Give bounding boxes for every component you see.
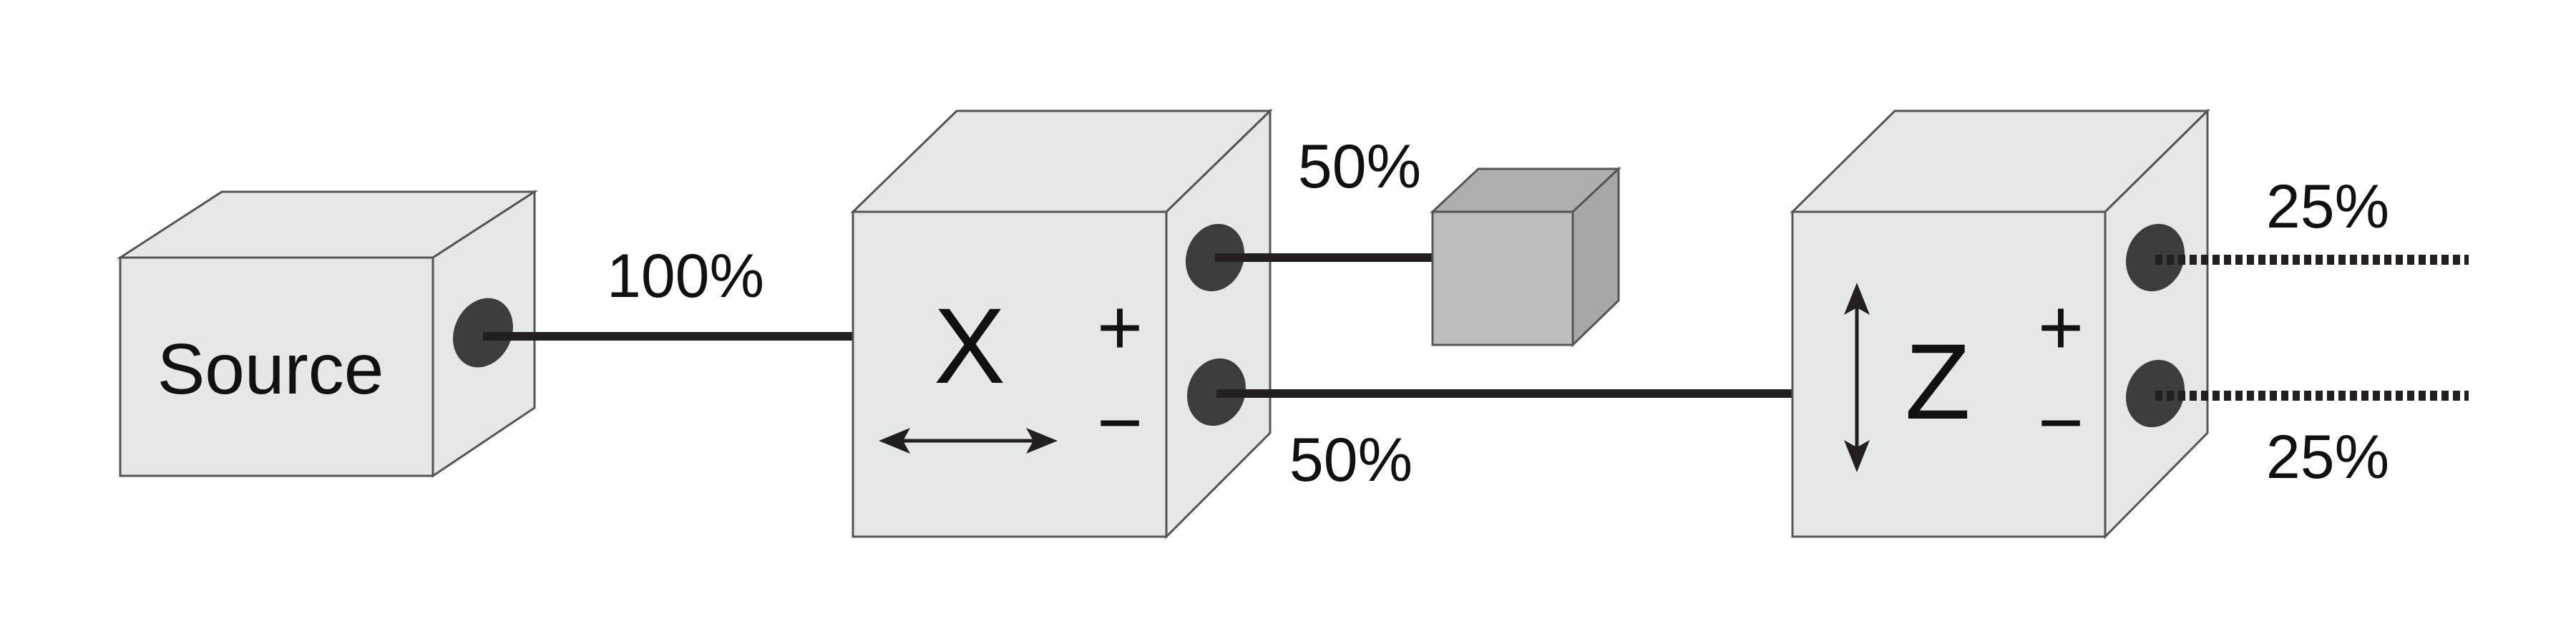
beam-label-x-minus: 50% — [1289, 426, 1413, 494]
beam-label-z-minus: 25% — [2266, 423, 2389, 492]
stage-z-plus-sign: + — [2038, 283, 2084, 371]
source-label: Source — [157, 329, 384, 409]
beam-label-x-plus: 50% — [1298, 132, 1421, 201]
beam-absorber-box — [1430, 166, 1621, 348]
stage-x-minus-sign: − — [1097, 379, 1143, 467]
stage-z-minus-sign: − — [2038, 379, 2084, 467]
absorber-front — [1431, 210, 1574, 346]
source-box-front — [119, 256, 434, 477]
horizontal-arrow-icon — [879, 428, 1058, 454]
stage-x-box: X + − — [850, 108, 1273, 540]
stage-z-front — [1791, 210, 2107, 538]
stage-z-label: Z — [1905, 321, 1971, 441]
stage-x-front — [852, 210, 1168, 538]
stage-x-label: X — [934, 286, 1005, 406]
vertical-arrow-icon — [1844, 283, 1870, 472]
source-box: Source — [116, 190, 539, 478]
stage-z-box: Z + − — [1790, 108, 2210, 540]
beam-label-100: 100% — [607, 242, 764, 311]
stage-x-plus-sign: + — [1097, 283, 1143, 371]
beam-label-z-plus: 25% — [2266, 172, 2389, 241]
